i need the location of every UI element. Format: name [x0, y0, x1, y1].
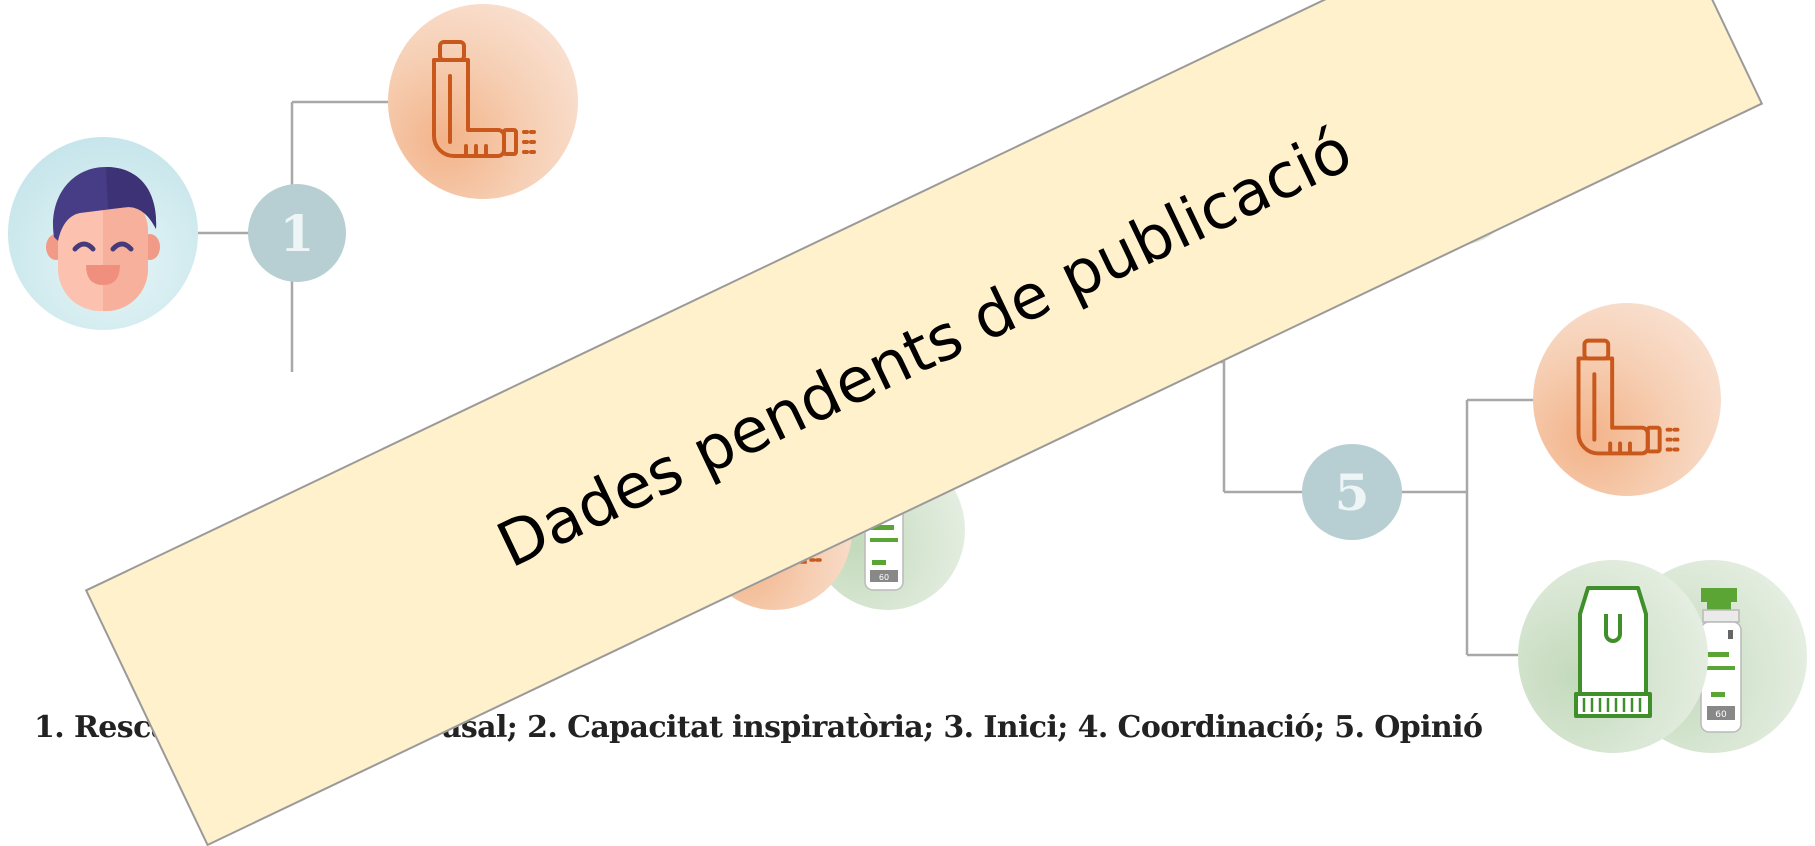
dry-powder-inhaler-icon [1574, 586, 1652, 718]
rescue-inhaler-node-right [1533, 303, 1721, 496]
patient-avatar [8, 137, 198, 330]
rescue-inhaler-node [388, 4, 578, 199]
spray-canister-icon-bottom: 60 [1700, 588, 1742, 733]
step-1-number: 1 [279, 203, 315, 263]
treatment-flow-diagram: 1 [8, 0, 1807, 846]
inhaler-icon [432, 40, 540, 158]
step-5-node: 5 [1302, 444, 1402, 540]
caption-text-right: ent basal; 2. Capacitat inspiratòria; 3.… [358, 710, 1483, 745]
step-5-number: 5 [1334, 462, 1370, 522]
dose-counter: 60 [879, 573, 889, 582]
step-1-node: 1 [248, 184, 346, 282]
smiling-man-icon [46, 167, 160, 312]
inhaler-icon-right [1576, 338, 1684, 456]
dose-counter-bottom: 60 [1715, 710, 1727, 720]
dry-powder-inhaler-node [1518, 560, 1708, 753]
